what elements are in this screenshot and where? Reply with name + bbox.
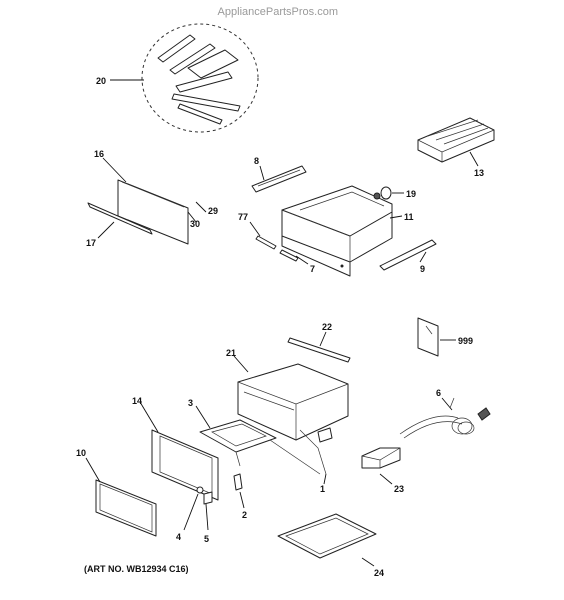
- callout-6: 6: [436, 388, 441, 398]
- part-8-bracket[interactable]: [251, 165, 307, 193]
- part-11-drawer[interactable]: [281, 185, 393, 277]
- callout-4: 4: [176, 532, 181, 542]
- part-3-element-tray[interactable]: [199, 419, 277, 467]
- callout-5: 5: [204, 534, 209, 544]
- part-20-strip-kit[interactable]: [141, 23, 259, 133]
- callout-16: 16: [94, 149, 104, 159]
- part-999-manual[interactable]: [417, 317, 439, 357]
- part-23-junction-bracket[interactable]: [361, 447, 401, 469]
- part-22-strip[interactable]: [287, 337, 351, 363]
- callout-20: 20: [96, 76, 106, 86]
- part-17-handle[interactable]: [87, 202, 153, 235]
- callout-19: 19: [406, 189, 416, 199]
- callout-22: 22: [322, 322, 332, 332]
- part-4-screw[interactable]: [196, 486, 204, 494]
- part-9-rail[interactable]: [379, 239, 437, 271]
- part-19-knob[interactable]: [373, 186, 392, 200]
- callout-11: 11: [404, 212, 414, 222]
- callout-14: 14: [132, 396, 142, 406]
- part-1-terminal[interactable]: [269, 427, 333, 475]
- callout-999: 999: [458, 336, 473, 346]
- callout-10: 10: [76, 448, 86, 458]
- callout-24: 24: [374, 568, 384, 578]
- callout-3: 3: [188, 398, 193, 408]
- callout-2: 2: [242, 510, 247, 520]
- art-number: (ART NO. WB12934 C16): [84, 564, 189, 574]
- callout-23: 23: [394, 484, 404, 494]
- callout-1: 1: [320, 484, 325, 494]
- part-13-rack[interactable]: [417, 117, 495, 163]
- callout-9: 9: [420, 264, 425, 274]
- callout-77: 77: [238, 212, 248, 222]
- part-16-door-panel[interactable]: [117, 179, 189, 245]
- callout-17: 17: [86, 238, 96, 248]
- part-2-switch[interactable]: [233, 473, 243, 491]
- part-6-power-cord[interactable]: [399, 397, 491, 439]
- callout-30: 30: [190, 219, 200, 229]
- part-24-bottom-tray[interactable]: [277, 513, 377, 559]
- callout-8: 8: [254, 156, 259, 166]
- part-14-front-frame[interactable]: [151, 429, 219, 501]
- callout-21: 21: [226, 348, 236, 358]
- callout-13: 13: [474, 168, 484, 178]
- watermark-text: AppliancePartsPros.com: [217, 6, 338, 18]
- part-7-clip[interactable]: [279, 249, 299, 262]
- callout-7: 7: [310, 264, 315, 274]
- part-77-screw[interactable]: [255, 235, 277, 250]
- part-21-housing[interactable]: [237, 363, 349, 441]
- part-5-bracket[interactable]: [203, 491, 213, 505]
- callout-29: 29: [208, 206, 218, 216]
- part-10-front-panel[interactable]: [95, 479, 157, 537]
